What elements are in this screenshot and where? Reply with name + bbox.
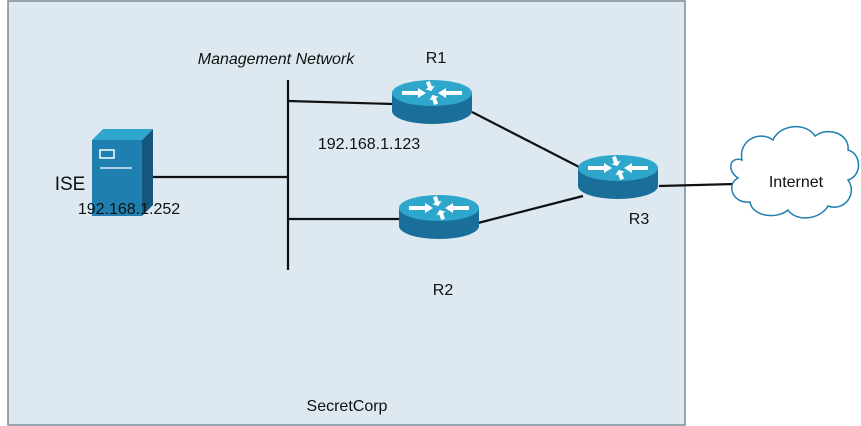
- router-icon: [392, 80, 472, 124]
- zone-label: SecretCorp: [307, 398, 388, 415]
- r3-label: R3: [629, 211, 650, 228]
- server-icon: [92, 129, 153, 216]
- internet-label: Internet: [769, 174, 824, 191]
- r1-ip-label: 192.168.1.123: [318, 136, 420, 153]
- router-icon: [578, 155, 658, 199]
- r1-label: R1: [426, 50, 447, 67]
- link-r2-r3: [477, 194, 584, 225]
- link-bus-r1: [287, 99, 394, 106]
- ise-label: ISE: [55, 174, 86, 195]
- management-network-label: Management Network: [198, 51, 356, 68]
- cloud-icon: [730, 126, 860, 219]
- link-r1-r3: [471, 111, 586, 171]
- router-icon: [399, 195, 479, 239]
- ise-ip-label: 192.168.1.252: [78, 201, 180, 218]
- r2-label: R2: [433, 282, 454, 299]
- link-r3-internet: [658, 182, 736, 188]
